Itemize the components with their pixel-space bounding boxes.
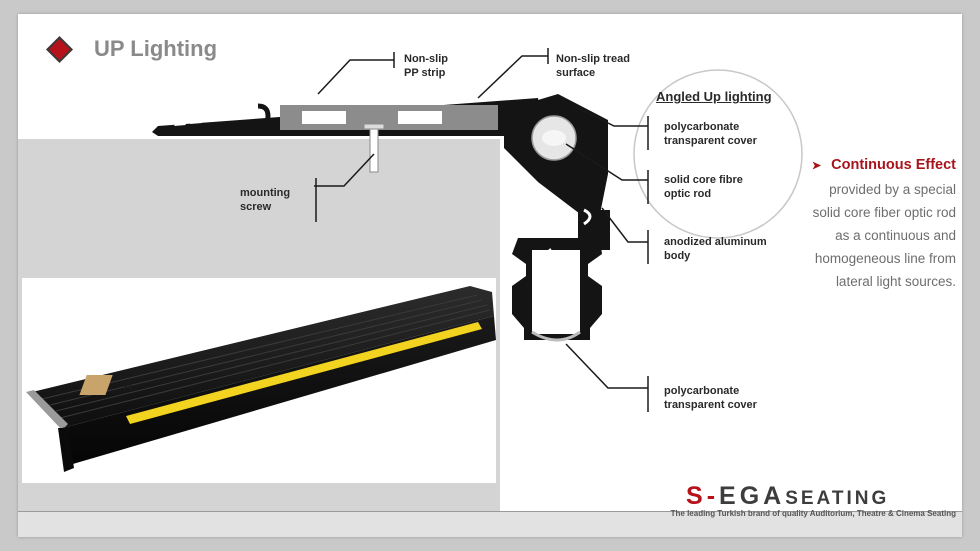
mounting-screw (369, 125, 379, 173)
angled-up-lighting-title: Angled Up lighting (656, 89, 772, 104)
footer-strip (18, 511, 962, 537)
logo-tagline: The leading Turkish brand of quality Aud… (670, 509, 956, 518)
effect-line: homogeneous line from (814, 251, 956, 266)
magnifier-circle (633, 69, 803, 239)
badge-letter: A (123, 378, 133, 394)
effect-line: solid core fiber optic rod (812, 205, 956, 220)
continuous-effect-block: ➤Continuous Effect provided by a special… (780, 154, 956, 293)
cross-section-diagram (152, 48, 803, 412)
effect-line: provided by a special (829, 182, 956, 197)
slide: UP Lighting (18, 14, 962, 537)
effect-line: lateral light sources. (835, 274, 956, 289)
slide-title: UP Lighting (94, 36, 218, 61)
leader-lines (314, 48, 649, 412)
effect-line: as a continuous and (835, 228, 956, 243)
effect-heading: ➤Continuous Effect (811, 157, 956, 173)
logo-badge: A (79, 375, 133, 395)
bottom-cover (531, 330, 581, 342)
tread-serrations (174, 108, 266, 126)
product-photo: A (22, 278, 496, 483)
stair-nosing-product-illustration: A (26, 286, 496, 472)
arrow-bullet-icon: ➤ (811, 160, 822, 172)
sega-seating-logo: S-EGASEATING (686, 482, 890, 510)
